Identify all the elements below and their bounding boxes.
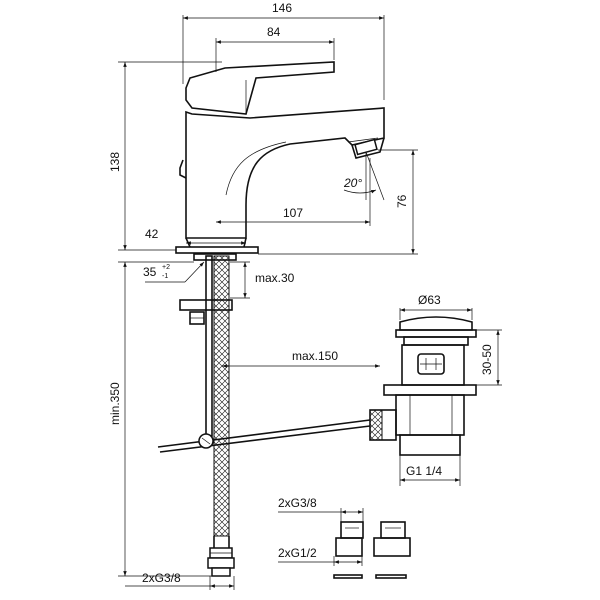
adapter-right [373,521,411,579]
dim-42-label: 42 [145,227,159,241]
waste-valve [369,316,477,456]
dim-adapter-bottom-label: 2xG1/2 [278,546,317,560]
dimension-84: 84 [215,25,335,72]
dimension-138: 138 [108,61,222,251]
dimension-63: Ø63 [399,293,473,320]
dimension-G1-14: G1 1/4 [399,455,461,486]
pop-up-rod: max.150 [157,349,380,453]
dim-35-tol-minus: -1 [162,273,168,280]
dim-max30-label: max.30 [255,271,295,285]
deck-section: max.30 35 +2 -1 [143,253,295,577]
dimension-2xG38-adapter: 2xG3/8 [278,496,364,522]
dim-146-label: 146 [272,1,292,15]
dimension-30-50: 30-50 [476,329,502,386]
dim-adapter-top-label: 2xG3/8 [278,496,317,510]
dimension-20deg: 20° [343,151,385,201]
adapter-left [333,521,364,579]
dim-20-label: 20° [343,176,362,190]
dim-35-label: 35 [143,265,157,279]
dimension-107: 107 [216,158,371,226]
dim-G114-label: G1 1/4 [406,464,442,478]
dim-138-label: 138 [108,152,122,172]
dim-max150-label: max.150 [292,349,338,363]
dim-63-label: Ø63 [418,293,441,307]
dim-76-label: 76 [395,194,409,208]
dimension-2xG12-adapter: 2xG1/2 [278,546,363,566]
faucet-body [175,61,385,254]
dimension-146: 146 [182,1,385,100]
dimension-76: 76 [258,149,418,255]
dim-35-tol-plus: +2 [162,264,170,271]
dimension-42: 42 [145,227,246,245]
dim-30-50-label: 30-50 [480,344,494,375]
dim-2xG38-label: 2xG3/8 [142,571,181,585]
dim-min350-label: min.350 [108,382,122,425]
dimension-min350: min.350 [108,261,212,577]
dimension-2xG38-bottom: 2xG3/8 [125,571,235,590]
dim-84-label: 84 [267,25,281,39]
dim-107-label: 107 [283,206,303,220]
